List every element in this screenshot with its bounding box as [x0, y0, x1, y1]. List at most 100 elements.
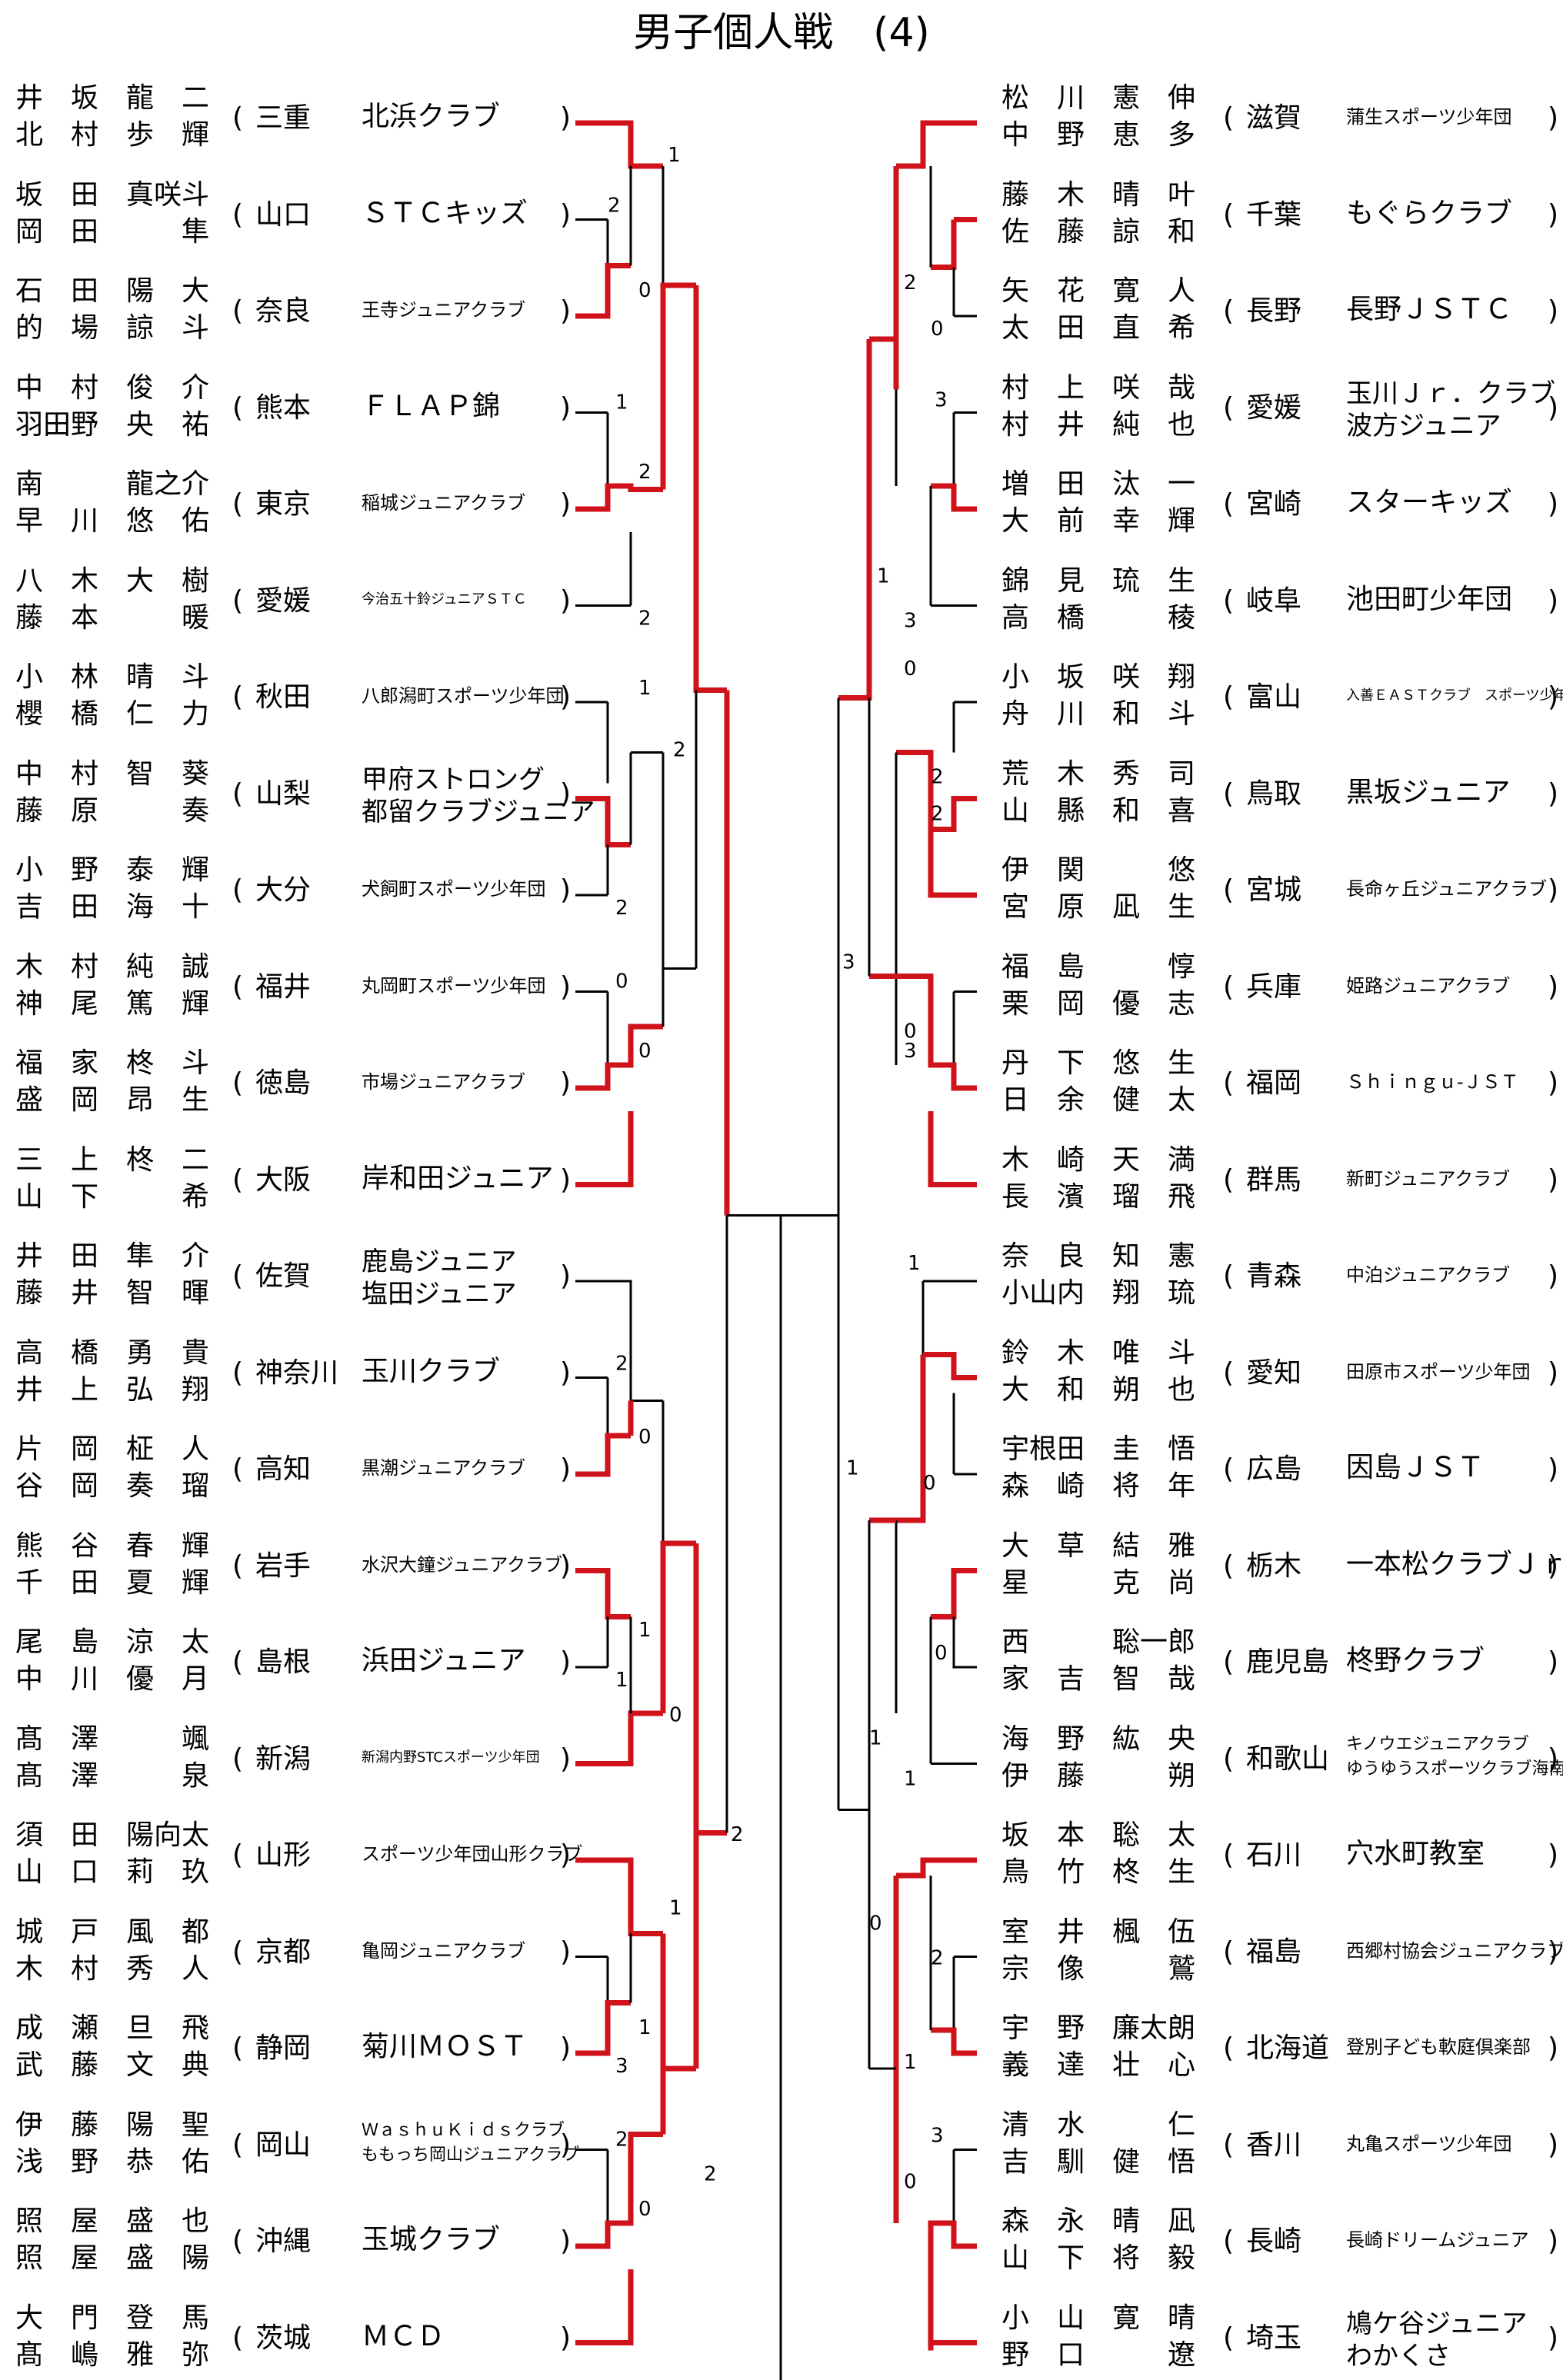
prefecture: 岡山	[255, 2129, 312, 2161]
player-name: 奈 良 知 憲	[1001, 1240, 1196, 1272]
close-paren: )	[560, 970, 572, 1003]
club-name: 鳩ケ谷ジュニア	[1346, 2308, 1528, 2339]
player-name: 小 山 寛 晴	[1001, 2302, 1196, 2334]
open-paren: (	[1223, 2322, 1235, 2354]
club-name: 穴水町教室	[1346, 1838, 1485, 1869]
prefecture: 兵庫	[1246, 970, 1302, 1003]
open-paren: (	[232, 681, 244, 713]
close-paren: )	[1548, 198, 1559, 231]
club-name: 王寺ジュニアクラブ	[362, 299, 526, 321]
player-name: 中 野 恵 多	[1001, 119, 1196, 151]
club-box: 長野ＪＳＴＣ	[1346, 268, 1554, 353]
player-name: 高 橋 稜	[1001, 601, 1196, 634]
open-paren: (	[232, 198, 244, 231]
score-label: 0	[923, 1472, 936, 1495]
close-paren: )	[560, 2129, 572, 2161]
club-name: スポーツ少年団山形クラブ	[362, 1843, 583, 1865]
player-name: 坂 田 真咲斗	[15, 178, 210, 211]
prefecture: 石川	[1246, 1839, 1302, 1871]
player-name: 荒 木 秀 司	[1001, 757, 1196, 790]
winner-path	[931, 1568, 977, 1619]
club-name: ゆうゆうスポーツクラブ海南	[1346, 1759, 1563, 1779]
player-name: 南 龍之介	[15, 468, 210, 500]
prefecture: 広島	[1246, 1453, 1302, 1485]
open-paren: (	[232, 102, 244, 134]
club-name: 一本松クラブＪｒ	[1346, 1548, 1563, 1580]
close-paren: )	[1548, 2129, 1559, 2161]
player-name: 宮 原 凪 生	[1001, 891, 1196, 923]
club-box: ＦＬＡＰ錦	[362, 365, 569, 450]
right-entry: 西 聡一郎家 吉 智 哉(鹿児島柊野クラブ)	[992, 1619, 1563, 1704]
player-name: 増 田 汰 一	[1001, 468, 1196, 500]
player-name: 星 克 尚	[1001, 1566, 1196, 1599]
left-entry: 尾 島 涼 太中 川 優 月(島根浜田ジュニア)	[0, 1619, 585, 1704]
club-name: 亀岡ジュニアクラブ	[362, 1939, 526, 1962]
club-name: 玉城クラブ	[362, 2224, 501, 2255]
club-name: わかくさ	[1346, 2340, 1451, 2372]
open-paren: (	[232, 2225, 244, 2257]
prefecture: 愛媛	[255, 584, 312, 617]
player-name: 太 田 直 希	[1001, 312, 1196, 344]
player-name: 吉 田 海 十	[15, 891, 210, 923]
club-box: 丸亀スポーツ少年団	[1346, 2102, 1554, 2187]
player-name: 井 上 弘 翔	[15, 1373, 210, 1406]
club-box: 穴水町教室	[1346, 1812, 1554, 1897]
player-name: 伊 藤 陽 聖	[15, 2109, 210, 2141]
winner-path	[931, 2027, 977, 2056]
close-paren: )	[1548, 1453, 1559, 1485]
prefecture: 静岡	[255, 2032, 312, 2064]
open-paren: (	[1223, 681, 1235, 713]
open-paren: (	[232, 1839, 244, 1871]
club-box: 因島ＪＳＴ	[1346, 1426, 1554, 1511]
player-name: 日 余 健 太	[1001, 1084, 1196, 1116]
club-box: 玉川Ｊｒ．クラブ波方ジュニア	[1346, 365, 1555, 450]
open-paren: (	[232, 874, 244, 906]
close-paren: )	[1548, 1067, 1559, 1099]
close-paren: )	[1548, 970, 1559, 1003]
close-paren: )	[560, 777, 572, 810]
close-paren: )	[560, 1163, 572, 1196]
open-paren: (	[1223, 1839, 1235, 1871]
player-name: 照 屋 盛 也	[15, 2205, 210, 2237]
right-entry: 木 崎 天 満長 濱 瑠 飛(群馬新町ジュニアクラブ)	[992, 1137, 1563, 1222]
player-name: 大 前 幸 輝	[1001, 505, 1196, 537]
score-label: 2	[608, 195, 621, 218]
right-entry: 村 上 咲 哉村 井 純 也(愛媛玉川Ｊｒ．クラブ波方ジュニア)	[992, 365, 1563, 450]
club-name: Ｓｈｉｎｇｕ-ＪＳＴ	[1346, 1071, 1519, 1093]
club-name: ＷａｓｈｕＫｉｄｓクラブ	[362, 2120, 565, 2140]
prefecture: 群馬	[1246, 1163, 1302, 1196]
club-box: 新町ジュニアクラブ	[1346, 1137, 1554, 1222]
club-box: 市場ジュニアクラブ	[362, 1040, 569, 1125]
prefecture: 千葉	[1246, 198, 1302, 231]
left-entry: 城 戸 風 都木 村 秀 人(京都亀岡ジュニアクラブ)	[0, 1909, 585, 1994]
winner-path	[896, 750, 977, 898]
winner-path	[575, 1568, 631, 1619]
left-entry: 八 木 大 樹藤 本 暖(愛媛今治五十鈴ジュニアＳＴＣ)	[0, 558, 585, 643]
open-paren: (	[232, 1453, 244, 1485]
open-paren: (	[232, 1260, 244, 1292]
player-name: 錦 見 琉 生	[1001, 564, 1196, 597]
club-box: 入善ＥＡＳＴクラブ スポーツ少年団	[1346, 654, 1563, 739]
player-name: 山 口 莉 玖	[15, 1856, 210, 1888]
score-label: 3	[904, 610, 917, 633]
left-entry: 木 村 純 誠神 尾 篤 輝(福井丸岡町スポーツ少年団)	[0, 944, 585, 1029]
player-name: 小 野 泰 輝	[15, 854, 210, 886]
player-name: 藤 本 暖	[15, 601, 210, 634]
player-name: 浅 野 恭 佑	[15, 2145, 210, 2178]
right-entry: 室 井 楓 伍宗 像 鷲(福島西郷村協会ジュニアクラブ)	[992, 1909, 1563, 1994]
left-entry: 髙 澤 颯髙 澤 泉(新潟新潟内野STCスポーツ少年団)	[0, 1716, 585, 1801]
close-paren: )	[560, 1743, 572, 1775]
player-name: 伊 関 悠	[1001, 854, 1196, 886]
winner-path	[928, 1111, 977, 1187]
player-name: 栗 岡 優 志	[1001, 987, 1196, 1020]
player-name: 千 田 夏 輝	[15, 1566, 210, 1599]
club-name: 市場ジュニアクラブ	[362, 1071, 526, 1093]
club-box: スポーツ少年団山形クラブ	[362, 1812, 583, 1897]
club-name: ＳＴＣキッズ	[362, 197, 528, 229]
score-label: 2	[638, 461, 652, 484]
winner-path	[575, 1433, 631, 1477]
club-name: ＭＣＤ	[362, 2320, 445, 2352]
